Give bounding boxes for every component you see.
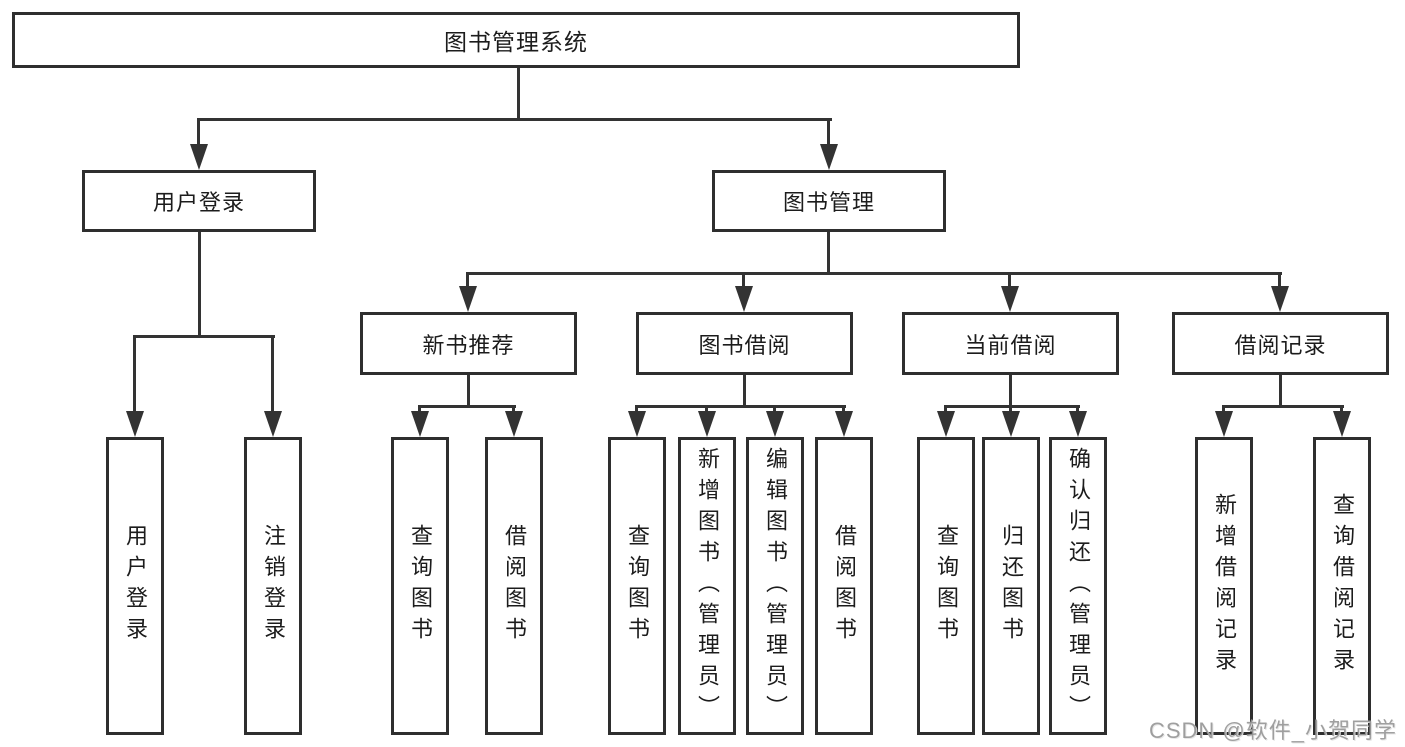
arrow-to-leaf-bb-borrow — [835, 405, 853, 437]
connector-current-borrow-rail — [945, 405, 1080, 408]
leaf-add-books-admin: 新增图书（管理员） — [678, 437, 736, 735]
leaf-add-borrow-record-label: 新增借阅记录 — [1212, 493, 1237, 679]
leaf-query-books-newbook: 查询图书 — [391, 437, 449, 735]
arrow-to-leaf-br-add — [1215, 405, 1233, 437]
leaf-user-login-label: 用户登录 — [123, 524, 148, 648]
arrow-to-book-mgmt — [820, 118, 838, 170]
leaf-query-borrow-record: 查询借阅记录 — [1313, 437, 1371, 735]
leaf-query-books-borrowing-label: 查询图书 — [625, 524, 650, 648]
connector-level2-rail — [467, 272, 1282, 275]
connector-user-login-stub — [198, 232, 201, 335]
node-user-login: 用户登录 — [82, 170, 316, 232]
leaf-logout-label: 注销登录 — [261, 524, 286, 648]
arrow-to-current-borrow — [1001, 272, 1019, 312]
connector-current-borrow-stub — [1009, 375, 1012, 405]
leaf-return-books: 归还图书 — [982, 437, 1040, 735]
leaf-return-books-label: 归还图书 — [999, 524, 1024, 648]
connector-level1-rail — [198, 118, 832, 121]
leaf-confirm-return-admin: 确认归还（管理员） — [1049, 437, 1107, 735]
leaf-edit-books-admin: 编辑图书（管理员） — [746, 437, 804, 735]
leaf-query-books-current-label: 查询图书 — [934, 524, 959, 648]
node-book-management: 图书管理 — [712, 170, 946, 232]
connector-borrow-record-rail — [1223, 405, 1344, 408]
arrow-to-new-book — [459, 272, 477, 312]
node-borrowing-records: 借阅记录 — [1172, 312, 1389, 375]
leaf-borrow-books-borrowing: 借阅图书 — [815, 437, 873, 735]
arrow-to-user-login — [190, 118, 208, 170]
node-borrowing-records-label: 借阅记录 — [1234, 332, 1327, 358]
connector-root-stub — [517, 68, 520, 118]
node-new-book-recommend-label: 新书推荐 — [422, 332, 515, 358]
arrow-to-leaf-cb-confirm — [1069, 405, 1087, 437]
arrow-to-leaf-logout — [264, 335, 282, 437]
node-root-label: 图书管理系统 — [444, 29, 588, 55]
arrow-to-leaf-bb-query — [628, 405, 646, 437]
connector-new-book-rail — [419, 405, 516, 408]
node-new-book-recommend: 新书推荐 — [360, 312, 577, 375]
leaf-user-login: 用户登录 — [106, 437, 164, 735]
leaf-borrow-books-newbook: 借阅图书 — [485, 437, 543, 735]
leaf-query-borrow-record-label: 查询借阅记录 — [1330, 493, 1355, 679]
leaf-logout: 注销登录 — [244, 437, 302, 735]
connector-user-login-rail — [133, 335, 275, 338]
node-book-management-label: 图书管理 — [782, 190, 875, 215]
leaf-add-books-admin-label: 新增图书（管理员） — [695, 446, 720, 726]
arrow-to-leaf-br-query — [1333, 405, 1351, 437]
leaf-borrow-books-newbook-label: 借阅图书 — [502, 524, 527, 648]
arrow-to-leaf-nb-query — [411, 405, 429, 437]
node-root-system: 图书管理系统 — [12, 12, 1020, 68]
leaf-query-books-borrowing: 查询图书 — [608, 437, 666, 735]
arrow-to-leaf-nb-borrow — [505, 405, 523, 437]
leaf-query-books-current: 查询图书 — [917, 437, 975, 735]
arrow-to-borrow-record — [1271, 272, 1289, 312]
leaf-confirm-return-admin-label: 确认归还（管理员） — [1066, 446, 1091, 726]
connector-new-book-stub — [467, 375, 470, 405]
node-book-borrowing: 图书借阅 — [636, 312, 853, 375]
node-current-borrowing-label: 当前借阅 — [964, 332, 1057, 358]
connector-borrow-record-stub — [1279, 375, 1282, 405]
arrow-to-leaf-bb-add — [698, 405, 716, 437]
leaf-borrow-books-borrowing-label: 借阅图书 — [832, 524, 857, 648]
arrow-to-leaf-cb-return — [1002, 405, 1020, 437]
node-current-borrowing: 当前借阅 — [902, 312, 1119, 375]
node-user-login-label: 用户登录 — [152, 190, 245, 215]
arrow-to-leaf-user-login — [126, 335, 144, 437]
arrow-to-leaf-cb-query — [937, 405, 955, 437]
arrow-to-book-borrow — [735, 272, 753, 312]
leaf-query-books-newbook-label: 查询图书 — [408, 524, 433, 648]
connector-book-borrow-rail — [636, 405, 846, 408]
csdn-watermark: CSDN @软件_小贺同学 — [1148, 718, 1397, 743]
node-book-borrowing-label: 图书借阅 — [698, 332, 791, 358]
arrow-to-leaf-bb-edit — [766, 405, 784, 437]
leaf-add-borrow-record: 新增借阅记录 — [1195, 437, 1253, 735]
connector-book-mgmt-stub — [827, 232, 830, 272]
leaf-edit-books-admin-label: 编辑图书（管理员） — [763, 446, 788, 726]
connector-book-borrow-stub — [743, 375, 746, 405]
